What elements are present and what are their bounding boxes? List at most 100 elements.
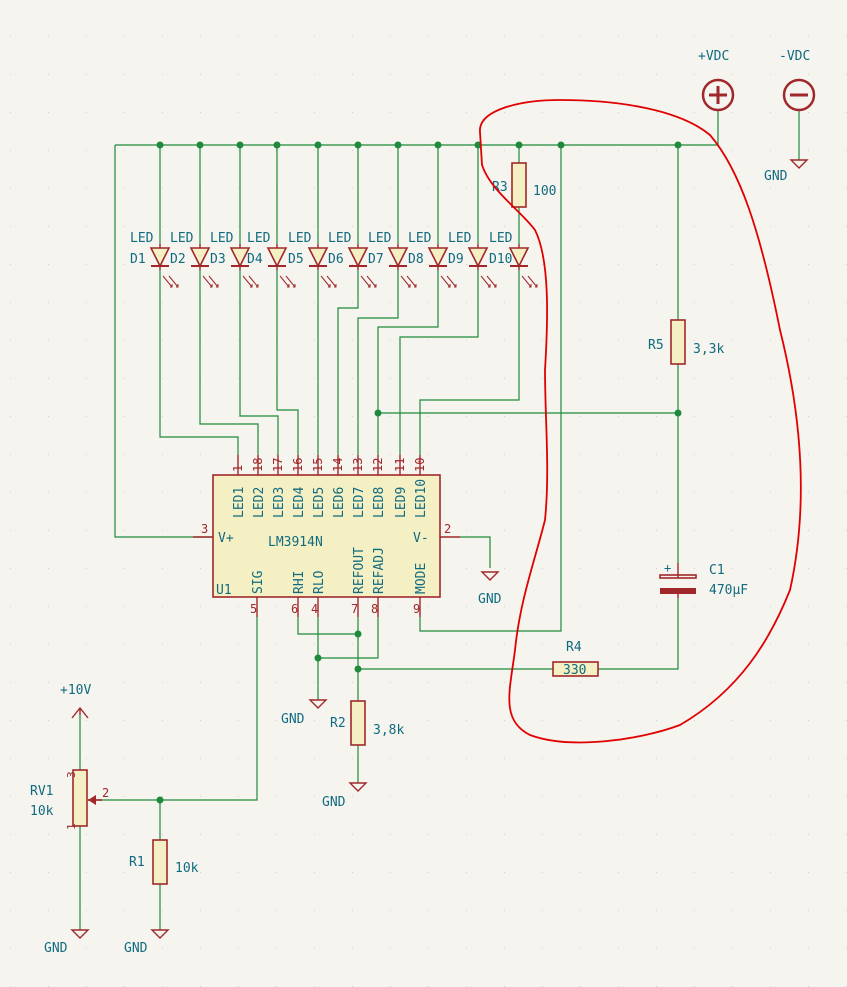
ic-pin-number: 8 bbox=[371, 602, 378, 616]
rv1-pin2: 2 bbox=[102, 786, 109, 800]
ic-pin-name: RHI bbox=[292, 571, 307, 594]
svg-text:GND: GND bbox=[281, 712, 305, 727]
rv1-pin3: 3 bbox=[65, 771, 78, 778]
resistor-r1: R1 10k bbox=[129, 839, 199, 885]
led-value: LED bbox=[210, 231, 234, 246]
ic-pin-number: 12 bbox=[371, 458, 385, 472]
vneg-label: -VDC bbox=[779, 49, 810, 64]
ic-ref: U1 bbox=[216, 583, 232, 598]
gnd-r2: GND bbox=[322, 782, 368, 810]
ic-pin-name: LED1 bbox=[232, 487, 247, 518]
ic-pin-name: LED5 bbox=[312, 487, 327, 518]
ic-pin-number: 17 bbox=[271, 458, 285, 472]
rv1-pin1: 1 bbox=[65, 823, 78, 830]
led-value: LED bbox=[247, 231, 271, 246]
svg-text:GND: GND bbox=[44, 941, 68, 956]
ic-pin-number: 9 bbox=[413, 602, 420, 616]
vpos-label: +VDC bbox=[698, 49, 729, 64]
svg-text:GND: GND bbox=[478, 592, 502, 607]
gnd-r1: GND bbox=[124, 929, 170, 956]
led-value: LED bbox=[448, 231, 472, 246]
led-array: LEDD1LEDD2LEDD3LEDD4LEDD5LEDD6LEDD7LEDD8… bbox=[130, 231, 538, 288]
ic-pin-name: REFADJ bbox=[372, 547, 387, 594]
resistor-r3: R3 100 bbox=[492, 162, 556, 208]
ic-pin-number: 5 bbox=[250, 602, 257, 616]
ic-pin-name: LED4 bbox=[292, 487, 307, 518]
ic-pin-number: 4 bbox=[311, 602, 318, 616]
r3-value: 100 bbox=[533, 184, 556, 199]
led-ref: D8 bbox=[408, 252, 424, 267]
ic-pin3-num: 3 bbox=[201, 522, 208, 536]
rv1-value: 10k bbox=[30, 804, 54, 819]
r4-ref: R4 bbox=[566, 640, 582, 655]
potentiometer-rv1: RV1 10k 3 2 1 bbox=[30, 769, 109, 830]
led-ref: D7 bbox=[368, 252, 384, 267]
r5-value: 3,3k bbox=[693, 342, 724, 357]
resistor-r4: R4 330 bbox=[552, 640, 599, 678]
ic-pin-name: LED7 bbox=[352, 487, 367, 518]
led-d10: LED D10 bbox=[489, 231, 538, 288]
ic-pin-number: 1 bbox=[231, 465, 245, 472]
r3-ref: R3 bbox=[492, 180, 508, 195]
minus-icon bbox=[782, 78, 816, 112]
gnd-pot: GND bbox=[44, 929, 90, 956]
rv1-ref: RV1 bbox=[30, 784, 53, 799]
ic-pin-number: 6 bbox=[291, 602, 298, 616]
ic-pin-number: 18 bbox=[251, 458, 265, 472]
svg-text:GND: GND bbox=[322, 795, 346, 810]
svg-text:GND: GND bbox=[124, 941, 148, 956]
ic-pin-number: 7 bbox=[351, 602, 358, 616]
plus-icon bbox=[701, 78, 735, 112]
led-ref: D4 bbox=[247, 252, 263, 267]
junctions bbox=[156, 141, 682, 804]
led-value: LED bbox=[170, 231, 194, 246]
led-ref: D6 bbox=[328, 252, 344, 267]
gnd-rlo: GND bbox=[281, 699, 328, 727]
led-d3: LED D3 bbox=[210, 231, 259, 288]
ic-pin-name: LED8 bbox=[372, 487, 387, 518]
gnd-ic: GND bbox=[478, 571, 502, 607]
r2-value: 3,8k bbox=[373, 723, 404, 738]
led-ref: D10 bbox=[489, 252, 512, 267]
ic-pin-name: RLO bbox=[312, 570, 327, 594]
ic-top-pins: 1LED118LED217LED316LED415LED514LED613LED… bbox=[231, 458, 429, 518]
ic-pin-name: LED3 bbox=[272, 487, 287, 518]
ic-pin-number: 11 bbox=[393, 458, 407, 472]
r1-ref: R1 bbox=[129, 855, 145, 870]
ic-pin-name: MODE bbox=[414, 563, 429, 594]
arrow-up-icon bbox=[71, 706, 89, 719]
ic-pin3-name: V+ bbox=[218, 531, 234, 546]
led-ref: D3 bbox=[210, 252, 226, 267]
ic-pin-number: 10 bbox=[413, 458, 427, 472]
ic-pin-name: LED10 bbox=[414, 479, 429, 518]
ic-pin-name: LED9 bbox=[394, 487, 409, 518]
power-vpos: +VDC bbox=[698, 49, 735, 112]
svg-text:GND: GND bbox=[764, 169, 788, 184]
led-value: LED bbox=[489, 231, 513, 246]
led-value: LED bbox=[328, 231, 352, 246]
led-d8: LED D8 bbox=[408, 231, 457, 288]
led-ref: D5 bbox=[288, 252, 304, 267]
ic-pin2-name: V- bbox=[413, 531, 429, 546]
c1-polarity: + bbox=[664, 561, 671, 575]
c1-ref: C1 bbox=[709, 563, 725, 578]
ic-pin-number: 14 bbox=[331, 458, 345, 472]
r5-ref: R5 bbox=[648, 338, 664, 353]
ic-pin-name: LED2 bbox=[252, 487, 267, 518]
resistor-r5: R5 3,3k bbox=[648, 319, 724, 365]
ic-body bbox=[212, 474, 441, 598]
power-plus10: +10V bbox=[60, 683, 91, 719]
led-value: LED bbox=[408, 231, 432, 246]
gnd-vneg: GND bbox=[764, 159, 809, 184]
ic-u1: U1 LM3914N 1LED118LED217LED316LED415LED5… bbox=[193, 455, 460, 617]
r2-ref: R2 bbox=[330, 716, 346, 731]
capacitor-c1: + C1 470µF bbox=[659, 561, 748, 598]
resistor-r2: R2 3,8k bbox=[330, 700, 404, 746]
ic-pin2-num: 2 bbox=[444, 522, 451, 536]
ic-pin-name: REFOUT bbox=[352, 547, 367, 594]
